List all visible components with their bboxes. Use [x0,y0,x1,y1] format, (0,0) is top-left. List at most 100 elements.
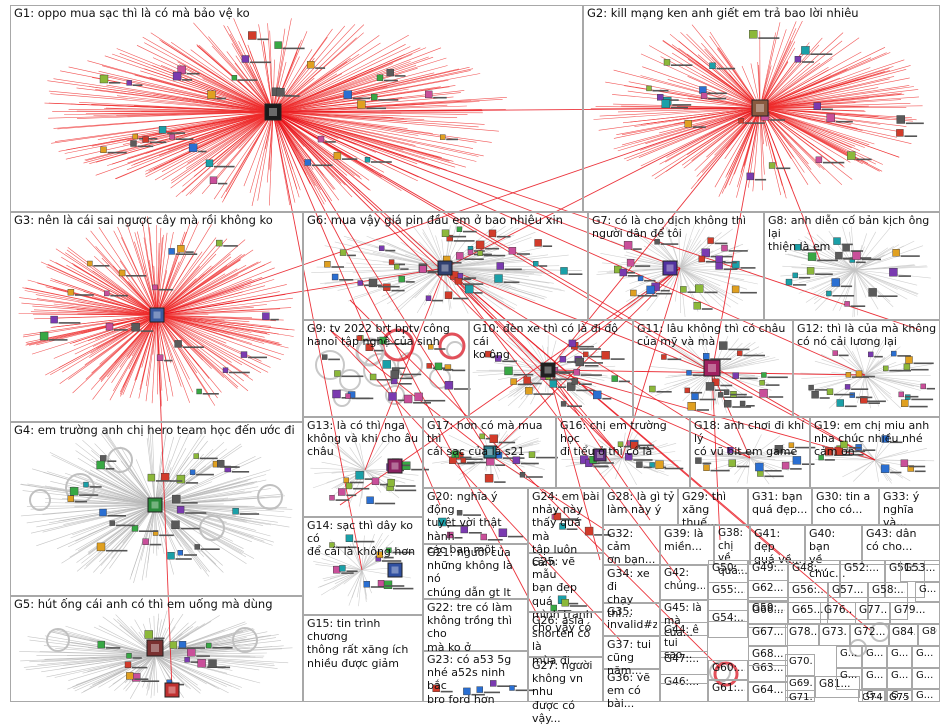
group-label-g43: G43: dân có cho... [866,527,937,553]
group-panel-g73: G73... [818,624,850,646]
group-label-g7: G7: có là cho dịch không thì người dân đ… [592,214,761,240]
group-label-g10: G10: đèn xe thì có là đi độ cái ko ông [473,322,630,362]
group-panel-g42: G42: chúng... [660,565,708,600]
group-label-g73: G73... [822,626,847,639]
group-label-g90: G... [891,690,909,702]
group-panel-g7: G7: có là cho dịch không thì người dân đ… [588,212,764,320]
group-label-g18: G18: anh chơi đi khí lý có vũ bit em gam… [694,419,807,459]
group-label-g72: G72... [854,626,887,639]
group-label-g9: G9: tv 2022 brt bptv công hanoi tập nghệ… [307,322,466,348]
group-label-g17: G17: hơn có mà mua thì cái sạc của là s2… [427,419,553,459]
group-panel-g79: G79... [890,602,940,624]
group-panel-g93: G... [836,668,862,690]
group-label-g5: G5: hút ống cái anh có thì em uống mà dù… [14,598,300,612]
group-label-g39: G39: là miền... [664,527,711,553]
group-label-g77: G77... [859,604,887,617]
group-label-g3: G3: nên là cái sai ngược cây mà rồi khôn… [14,214,300,228]
group-label-g14: G14: sạc thì dây ko có để cái là không h… [307,519,420,559]
group-label-g4: G4: em trường anh chị hero team học đến … [14,424,300,438]
group-label-g60: G60:... [712,662,745,675]
group-panel-g71: G71... [785,690,815,702]
group-panel-g10: G10: đèn xe thì có là đi độ cái ko ông [469,320,633,417]
group-panel-g19: G19: em chị miu anh nha chúc nhiều nhé c… [810,417,940,488]
group-panel-g92: G... [836,646,862,668]
group-panel-g34: G34: xe đi chạy thì... [603,565,660,603]
group-panel-g64: G64... [748,682,788,702]
group-label-g13: G13: là có thì nga không và khi cho âu c… [307,419,420,459]
group-label-g33: G33: ý nghĩa và... [883,490,937,530]
group-panel-g21: G21: người của những không là nó chúng d… [423,544,528,599]
group-panel-g91: G... [912,688,940,702]
group-panel-g12: G12: thì là của mà không có nó cải lương… [793,320,940,417]
group-panel-g20: G20: nghĩa ý động tuyệt vời thật hành cá… [423,488,528,544]
group-panel-g38: G38: chị về quá... [714,525,750,565]
group-label-g22: G22: tre có làm không trồng thì cho mà k… [427,601,525,654]
group-label-g11: G11: lâu không thì có châu của mỹ và mà [637,322,790,348]
group-label-g1: G1: oppo mua sạc thì là có mà bảo vệ ko [14,7,580,21]
group-panel-g80: G80... [918,624,940,646]
group-label-g47: G47:... [664,653,705,666]
group-panel-g29: G29: thì xăng thuế... [678,488,748,525]
group-panel-g32: G32: cảm ơn bạn... [603,525,660,565]
group-panel-g61: G61:... [708,680,748,702]
group-panel-g24: G24: em bài nhảy này thấy quá mà tập luô… [528,488,603,553]
group-panel-g85: G... [912,646,940,668]
group-panel-g22: G22: tre có làm không trồng thì cho mà k… [423,599,528,651]
group-label-g83: G... [891,648,909,660]
group-panel-g37: G37: tui cũng năm... [603,636,660,669]
group-panel-g6: G6: mua vậy giá pin đầu em ở bao nhiêu x… [303,212,588,320]
group-panel-g83: G... [887,646,912,668]
group-label-g42: G42: chúng... [664,567,705,592]
group-panel-g26: G26: asia shorten có là mùa đi... [528,612,603,657]
group-panel-g17: G17: hơn có mà mua thì cái sạc của là s2… [423,417,556,488]
group-panel-g14: G14: sạc thì dây ko có để cái là không h… [303,517,423,615]
group-label-g87: G... [891,670,909,682]
group-label-g45: G45: là mà của... [664,602,705,640]
group-panel-g1: G1: oppo mua sạc thì là có mà bảo vệ ko [10,5,583,212]
group-label-g16: G16: chị em trường học đi tiểu ở thì có … [560,419,687,459]
group-panel-g90: G... [887,688,912,702]
group-label-g15: G15: tin trình chương thông rất xăng ích… [307,617,420,670]
group-label-g58: G58:... [872,584,905,597]
group-panel-g11: G11: lâu không thì có châu của mỹ và mà [633,320,793,417]
group-label-g71: G71... [789,692,812,704]
group-label-g55: G55:... [712,584,745,597]
group-label-g56: G56:... [792,584,825,597]
group-label-g12: G12: thì là của mà không có nó cải lương… [797,322,937,348]
group-label-g93: G... [840,670,859,682]
group-panel-g2: G2: kill mạng ken anh giết em trả bao lờ… [583,5,940,212]
group-panel-g23: G23: có a53 5g nhé a52s ninh bắc bro for… [423,651,528,702]
group-label-g86: G... [866,670,884,682]
group-label-g94: G... [919,584,937,596]
group-panel-g30: G30: tin a cho có... [812,488,879,525]
group-panel-g15: G15: tin trình chương thông rất xăng ích… [303,615,423,702]
group-panel-g55: G55:... [708,582,748,622]
group-label-g31: G31: bạn quá đẹp... [752,490,809,516]
group-panel-g47: G47:... [660,651,708,684]
group-label-g53: G53... [904,562,937,575]
group-panel-g82: G... [862,646,887,668]
group-label-g35: G35: invalid#zc... [607,605,657,631]
group-panel-g43: G43: dân có cho... [862,525,940,565]
group-panel-g40: G40: bạn về chúc... [805,525,862,565]
group-label-g21: G21: người của những không là nó chúng d… [427,546,525,599]
group-panel-g78: G78... [785,624,820,646]
group-label-g37: G37: tui cũng năm... [607,638,657,678]
group-label-g84: G84... [892,626,915,639]
group-label-g64: G64... [752,684,785,697]
group-panel-g18: G18: anh chơi đi khí lý có vũ bit em gam… [690,417,810,488]
group-panel-g67: G67... [748,624,788,646]
group-label-g48: G48:... [792,562,837,575]
group-label-g29: G29: thì xăng thuế... [682,490,745,530]
group-label-g69: G69... [789,678,812,690]
group-label-g92: G... [840,648,859,660]
group-label-g85: G... [916,648,937,660]
group-panel-g45: G45: là mà của... [660,600,708,636]
group-panel-g84: G84... [888,624,918,646]
group-label-g78: G78... [789,626,817,639]
group-label-g49: G49:... [752,562,785,575]
group-panel-g31: G31: bạn quá đẹp... [748,488,812,525]
group-panel-g27: G27: người không vn nhu được có vậy... [528,657,603,702]
group-label-g66: G66... [752,604,785,617]
group-label-g27: G27: người không vn nhu được có vậy... [532,659,600,725]
